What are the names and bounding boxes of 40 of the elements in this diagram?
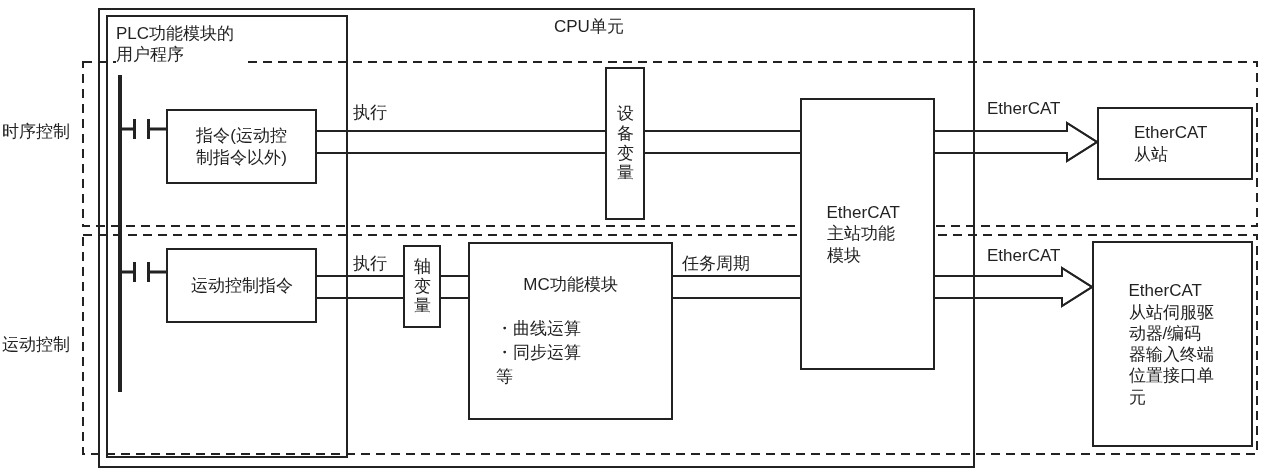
instruction-box (166, 248, 317, 323)
connector-line (150, 127, 166, 131)
list-item: ・同步运算 (496, 342, 581, 365)
list-item: ・曲线运算 (496, 318, 581, 341)
contact-symbol (133, 119, 150, 139)
cpu-unit-title: CPU单元 (554, 16, 624, 38)
signal-band (316, 130, 606, 154)
box-label: EtherCAT从站伺服驱动器/编码器输入终端位置接口单元 (1128, 280, 1215, 408)
edge-label: 执行 (353, 102, 387, 124)
signal-band (672, 275, 801, 299)
box-label: 设备变量 (616, 104, 634, 183)
box-label: 指令(运动控制指令以外) (195, 125, 288, 168)
connector-line (122, 127, 133, 131)
signal-band (644, 130, 801, 154)
unit-frame (106, 15, 348, 458)
variable-box (605, 67, 645, 220)
module-box (468, 242, 673, 420)
region-label: 运动控制 (2, 334, 70, 356)
slave-box (1092, 241, 1253, 447)
box-label: EtherCAT主站功能模块 (826, 202, 901, 266)
edge-label: 任务周期 (682, 253, 750, 275)
connector-line (150, 270, 166, 274)
ladder-rail (118, 75, 122, 392)
connector-line (122, 270, 133, 274)
slave-box (1097, 107, 1253, 180)
instruction-box (166, 109, 317, 184)
box-label: 运动控制指令 (189, 274, 294, 297)
region-label: 时序控制 (2, 121, 70, 143)
edge-label: 执行 (353, 253, 387, 275)
module-title: MC功能模块 (522, 274, 619, 296)
contact-symbol (133, 262, 150, 282)
program-title: PLC功能模块的用户程序 (116, 23, 244, 66)
variable-box (403, 245, 441, 328)
module-box (800, 98, 935, 370)
list-item: 等 (496, 365, 514, 388)
signal-band (316, 275, 404, 299)
box-label: EtherCAT从站 (1134, 122, 1209, 165)
unit-frame (98, 8, 975, 468)
box-label: 轴变量 (413, 257, 431, 316)
signal-band (440, 275, 469, 299)
